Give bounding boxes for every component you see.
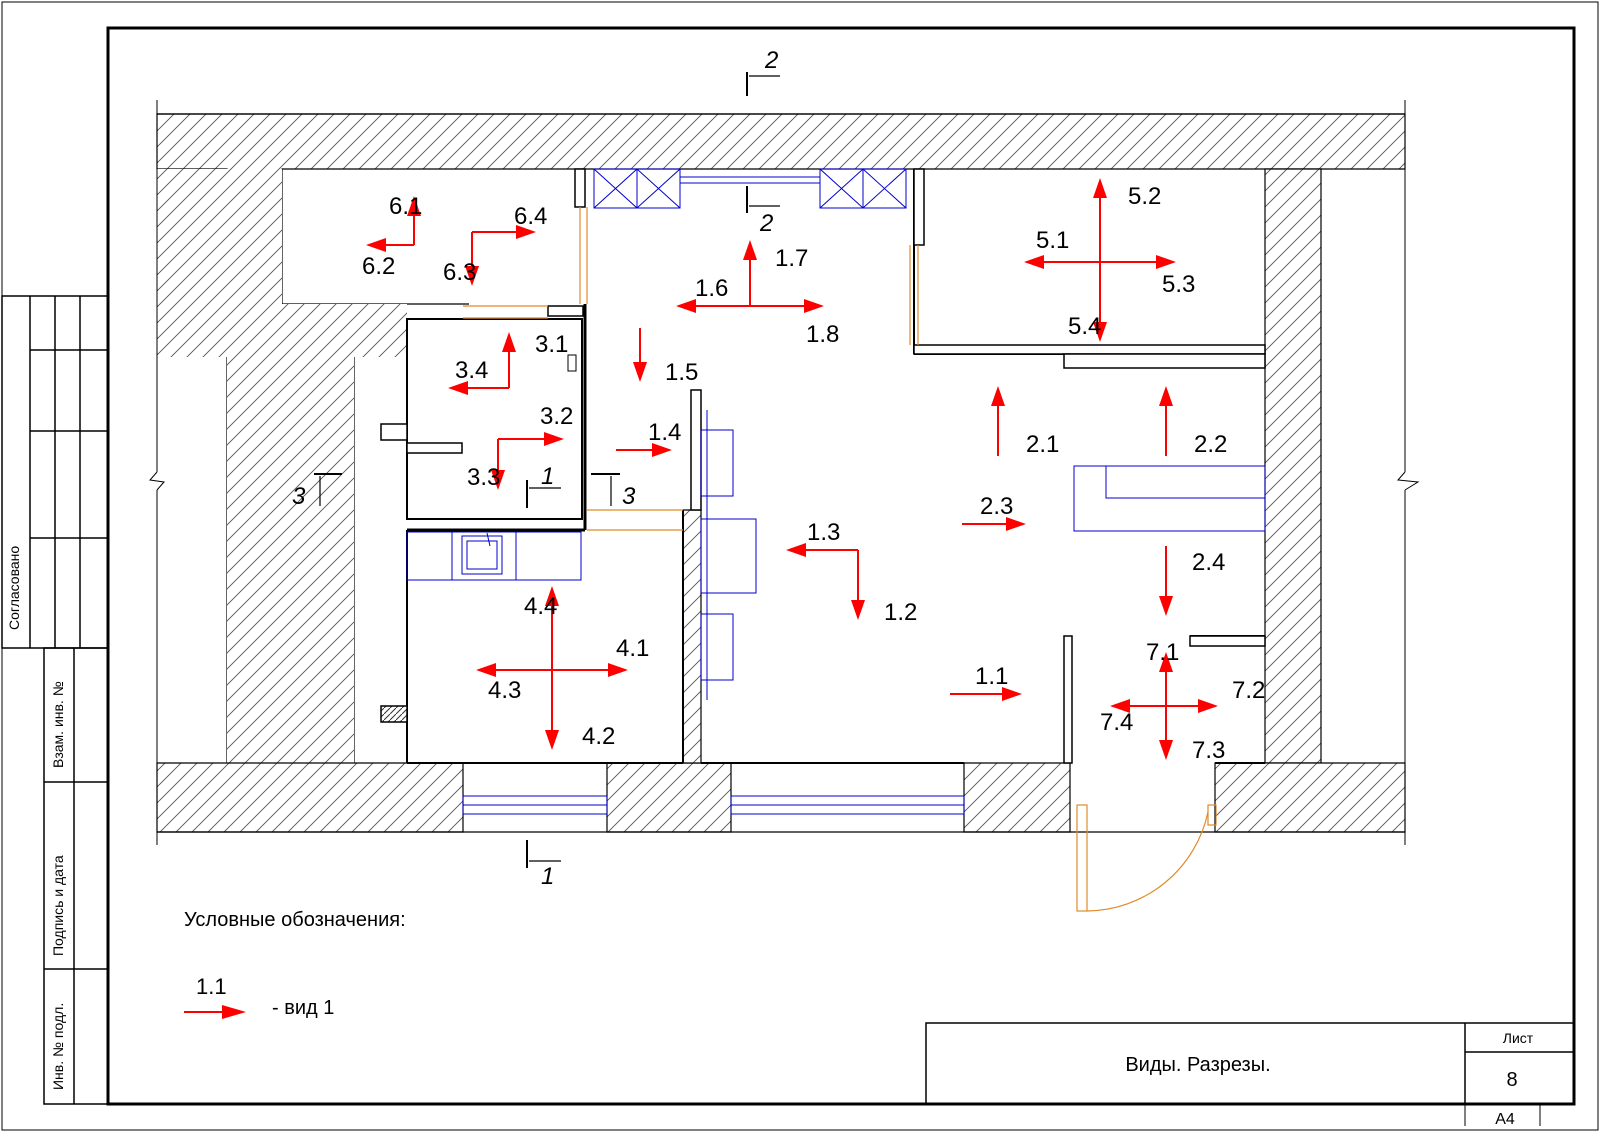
view-arrow-5.1-head bbox=[1024, 255, 1044, 269]
view-label-6-2: 6.2 bbox=[362, 253, 395, 280]
view-label-1-7: 1.7 bbox=[775, 245, 808, 272]
view-arrow-5.4-head bbox=[1093, 322, 1107, 342]
view-arrow-2.3-head bbox=[1006, 517, 1026, 531]
view-arrow-4.3-head bbox=[476, 663, 496, 677]
door-openings bbox=[463, 207, 1217, 912]
view-arrow-1.2-head bbox=[851, 600, 865, 620]
view-arrow-1.6-head bbox=[676, 299, 696, 313]
view-label-2-1: 2.1 bbox=[1026, 431, 1059, 458]
signature-date-label: Подпись и дата bbox=[50, 855, 66, 956]
view-arrow-4.2-head bbox=[545, 730, 559, 750]
view-label-7-2: 7.2 bbox=[1232, 677, 1265, 704]
section-2-bottom-label: 2 bbox=[759, 210, 773, 237]
legend-heading: Условные обозначения: bbox=[184, 909, 406, 931]
view-label-4-2: 4.2 bbox=[582, 723, 615, 750]
extension-lines bbox=[149, 100, 1420, 845]
view-arrow-7.1-head bbox=[1159, 652, 1173, 672]
sheet-format: А4 bbox=[1495, 1111, 1515, 1128]
view-label-5-1: 5.1 bbox=[1036, 227, 1069, 254]
view-arrow-2.2-head bbox=[1159, 386, 1173, 406]
view-arrow-6.2-head bbox=[366, 238, 386, 252]
view-arrow-1.8-head bbox=[804, 299, 824, 313]
legend-sample-label: 1.1 bbox=[196, 974, 227, 999]
sheet-number: 8 bbox=[1506, 1069, 1517, 1091]
interior-walls bbox=[380, 168, 1266, 764]
approval-strip bbox=[1, 295, 109, 1105]
view-label-6-3: 6.3 bbox=[443, 259, 476, 286]
view-arrow-4.4-head bbox=[545, 586, 559, 606]
sheet-title: Виды. Разрезы. bbox=[1125, 1054, 1270, 1076]
walls bbox=[156, 113, 1406, 833]
view-arrow-2.4-head bbox=[1159, 596, 1173, 616]
view-arrow-6.4-head bbox=[516, 225, 536, 239]
section-1-bottom-label: 1 bbox=[541, 863, 554, 890]
section-1-inner-label: 1 bbox=[541, 463, 554, 490]
view-arrow-5.3-head bbox=[1156, 255, 1176, 269]
inv-original-label: Инв. № подл. bbox=[50, 1003, 66, 1090]
view-label-2-3: 2.3 bbox=[980, 493, 1013, 520]
view-label-3-3: 3.3 bbox=[467, 464, 500, 491]
view-arrow-1.1-head bbox=[1002, 687, 1022, 701]
view-label-3-1: 3.1 bbox=[535, 331, 568, 358]
view-arrow-7.4-head bbox=[1110, 699, 1130, 713]
view-label-7-4: 7.4 bbox=[1100, 709, 1133, 736]
view-label-6-1: 6.1 bbox=[389, 193, 422, 220]
view-label-4-4: 4.4 bbox=[524, 593, 557, 620]
view-label-1-3: 1.3 bbox=[807, 519, 840, 546]
view-label-5-3: 5.3 bbox=[1162, 271, 1195, 298]
view-arrow-1.7-head bbox=[743, 240, 757, 260]
view-arrow-3.4-head bbox=[448, 381, 468, 395]
view-label-2-4: 2.4 bbox=[1192, 549, 1225, 576]
view-label-7-1: 7.1 bbox=[1146, 639, 1179, 666]
view-arrow-7.3-head bbox=[1159, 740, 1173, 760]
view-label-3-2: 3.2 bbox=[540, 403, 573, 430]
inv-replace-label: Взам. инв. № bbox=[50, 681, 66, 768]
legend-sample-text: - вид 1 bbox=[272, 997, 334, 1019]
view-arrow-6.1-head bbox=[407, 196, 421, 216]
view-arrow-6.3-head bbox=[465, 266, 479, 286]
view-label-1-1: 1.1 bbox=[975, 663, 1008, 690]
view-label-5-2: 5.2 bbox=[1128, 183, 1161, 210]
view-label-4-1: 4.1 bbox=[616, 635, 649, 662]
view-arrow-3.3-head bbox=[491, 470, 505, 490]
view-label-5-4: 5.4 bbox=[1068, 313, 1101, 340]
section-markers bbox=[314, 72, 780, 868]
view-label-1-6: 1.6 bbox=[695, 275, 728, 302]
view-arrow-2.1-head bbox=[991, 386, 1005, 406]
legend: Условные обозначения: 1.1 - вид 1 bbox=[184, 909, 406, 1019]
view-arrows: 1.1 1.2 1.3 1.4 1.5 1.6 1.7 1.8 2.1 2.2 2.3 2.4 3.1 3… bbox=[362, 178, 1265, 764]
view-label-3-4: 3.4 bbox=[455, 357, 488, 384]
view-label-1-5: 1.5 bbox=[665, 359, 698, 386]
view-label-1-4: 1.4 bbox=[648, 419, 681, 446]
section-3-left-label: 3 bbox=[292, 483, 306, 510]
view-arrow-3.2-head bbox=[544, 432, 564, 446]
sheet-label: Лист bbox=[1503, 1030, 1534, 1046]
view-arrow-1.5-head bbox=[633, 362, 647, 382]
view-label-1-2: 1.2 bbox=[884, 599, 917, 626]
section-3-right-label: 3 bbox=[622, 483, 636, 510]
view-label-2-2: 2.2 bbox=[1194, 431, 1227, 458]
view-label-6-4: 6.4 bbox=[514, 203, 547, 230]
view-label-4-3: 4.3 bbox=[488, 677, 521, 704]
view-arrow-1.4-head bbox=[652, 443, 672, 457]
view-arrow-3.1-head bbox=[502, 332, 516, 352]
view-arrow-7.2-head bbox=[1198, 699, 1218, 713]
view-arrow-5.2-head bbox=[1093, 178, 1107, 198]
legend-sample-arrowhead bbox=[222, 1005, 246, 1019]
approved-label: Согласовано bbox=[6, 546, 22, 630]
view-label-1-8: 1.8 bbox=[806, 321, 839, 348]
windows bbox=[462, 168, 965, 815]
view-arrow-1.3-head bbox=[786, 543, 806, 557]
furniture bbox=[406, 410, 1266, 700]
view-arrow-4.1-head bbox=[608, 663, 628, 677]
view-label-7-3: 7.3 bbox=[1192, 737, 1225, 764]
section-2-top-label: 2 bbox=[764, 47, 778, 74]
